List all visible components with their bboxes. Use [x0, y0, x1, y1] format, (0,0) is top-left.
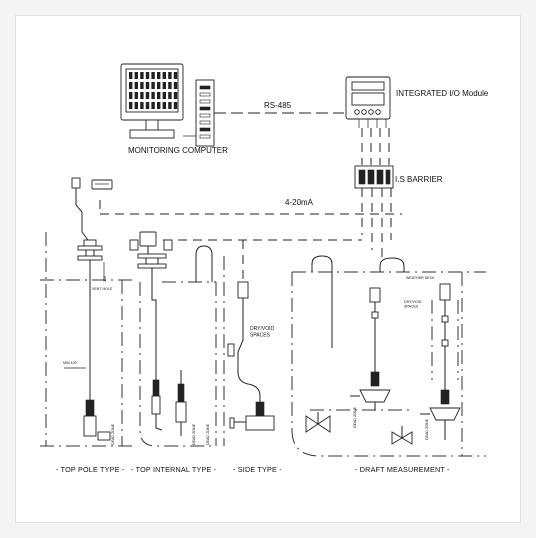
min-100-label: MIN 100 [63, 361, 77, 365]
io-module-icon [345, 76, 391, 128]
monitoring-computer-label: MONITORING COMPUTER [128, 146, 228, 155]
tower-slot [199, 99, 211, 104]
screen-bar [162, 92, 166, 99]
screen-bar [145, 72, 150, 79]
caption-top-internal: - TOP INTERNAL TYPE - [131, 465, 217, 474]
label-line: SPACES [404, 305, 419, 309]
screen-bar [134, 72, 138, 79]
screen-bar [134, 102, 138, 109]
valve-left-icon [305, 412, 331, 433]
screen-bar [168, 102, 172, 109]
screen-bar [140, 92, 144, 99]
top-pole-sensor: 100 VENT HOLE [71, 177, 113, 441]
screen-bar [129, 72, 133, 79]
screen-bar [145, 92, 150, 99]
screen-bar [173, 82, 178, 89]
caption-side: - SIDE TYPE - [233, 465, 282, 474]
caption-top-pole: - TOP POLE TYPE - [56, 465, 125, 474]
screen-bar [173, 92, 178, 99]
tower-slot [199, 127, 211, 132]
weather-deck-label: WEATHER DECK [406, 276, 435, 280]
dry-void-text-right: DRY/VOID [404, 300, 422, 304]
screen-bar [151, 92, 155, 99]
screen-bar [145, 82, 150, 89]
screen-bar [134, 92, 138, 99]
dead-zone-label-2: DEAD ZONE [192, 423, 196, 445]
dead-zone-label-3: DEAD ZONE [206, 423, 210, 445]
min-100-top-label: 100 [103, 276, 107, 282]
screen-bar [157, 72, 161, 79]
current-loop-label: 4-20mA [285, 198, 314, 207]
screen-bar [162, 82, 166, 89]
dry-void-label-right: DRY/VOID SPACES [404, 300, 422, 309]
screen-bar [162, 72, 166, 79]
screen-bar [129, 82, 133, 89]
screen-bar [168, 92, 172, 99]
screen-bar [129, 92, 133, 99]
tower-slot [199, 113, 211, 118]
dry-void-text: DRY/VOID [250, 326, 274, 332]
draft-sensor-left [350, 287, 391, 410]
screen-bar [140, 72, 144, 79]
screen-bar [140, 82, 144, 89]
tower-slot [199, 92, 211, 97]
screen-bar [151, 72, 155, 79]
tower-slot [199, 134, 211, 139]
screen-bars [129, 72, 178, 109]
screen-bar [173, 72, 178, 79]
screen-bar [129, 102, 133, 109]
tower-slot [199, 120, 211, 125]
screen-bar [162, 102, 166, 109]
dry-void-label: DRY/VOID SPACES [250, 326, 275, 339]
dead-zone-label-1: DEAD ZONE [111, 423, 115, 445]
monitoring-computer-icon [120, 63, 215, 147]
rs485-label: RS-485 [264, 101, 292, 110]
side-type-sensor [229, 281, 275, 431]
screen-bar [168, 82, 172, 89]
caption-draft: - DRAFT MEASUREMENT - [355, 465, 450, 474]
screen-bar [157, 102, 161, 109]
tower-slot [199, 85, 211, 90]
dead-zone-label-4: DEAD ZONE [353, 406, 357, 428]
screen-bar [157, 92, 161, 99]
top-internal-sensor [129, 231, 187, 436]
draft-sensor-right [420, 283, 461, 440]
screen-bar [151, 82, 155, 89]
draft-hull [291, 271, 486, 457]
screen-bar [157, 82, 161, 89]
tower-detail [199, 85, 211, 139]
screen-bar [145, 102, 150, 109]
is-barrier-label: I.S BARRIER [395, 175, 443, 184]
vent-hole-label: VENT HOLE [92, 287, 113, 291]
screen-bar [134, 82, 138, 89]
screen-bar [140, 102, 144, 109]
dead-zone-label-5: DEAD ZONE [425, 418, 429, 440]
valve-right-icon [391, 426, 413, 445]
screen-bar [173, 102, 178, 109]
screen-bar [151, 102, 155, 109]
is-barrier-icon [354, 165, 394, 189]
screen-bar [168, 72, 172, 79]
io-module-label: INTEGRATED I/O Module [396, 89, 489, 98]
label-line: SPACES [250, 333, 271, 339]
tower-slot [199, 106, 211, 111]
